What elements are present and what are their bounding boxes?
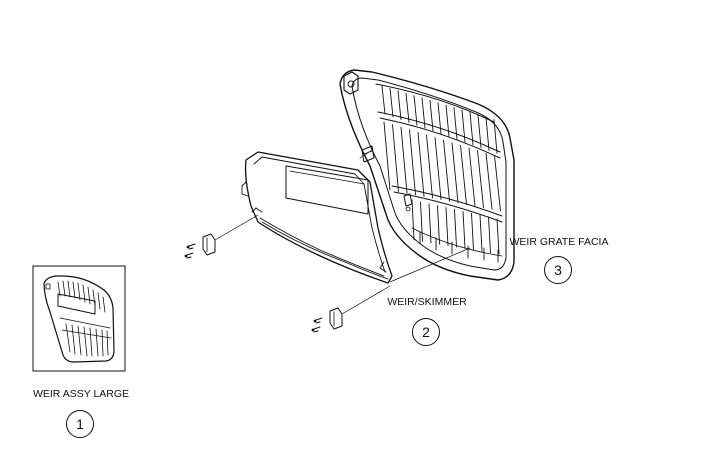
- callout-number-2: 2: [422, 324, 430, 340]
- grate-bar-middle: [400, 126, 408, 194]
- hinge-bracket-lower: [311, 285, 391, 333]
- hinge-bracket-upper: [184, 214, 259, 259]
- assembly-leader: [359, 149, 373, 159]
- grate-bar-lower: [471, 212, 474, 251]
- grate-bar-middle: [477, 150, 484, 209]
- grate-bar-upper: [405, 92, 410, 123]
- grate-bar-upper: [469, 111, 474, 146]
- grate-bar-upper: [485, 116, 490, 151]
- callout-number-1: 1: [76, 416, 84, 432]
- weir-grate-facia: [339, 69, 515, 281]
- callout-circle-1: [66, 410, 94, 438]
- part-label-1: WEIR ASSY LARGE 1: [33, 388, 129, 438]
- grate-bar-middle: [451, 142, 459, 204]
- grate-bar-upper: [493, 119, 498, 154]
- grate-bar-lower: [454, 209, 457, 248]
- grate-bar-lower: [496, 218, 500, 255]
- grate-bar-lower: [462, 210, 466, 249]
- grate-bar-upper: [453, 107, 458, 140]
- grate-bar-middle: [494, 155, 501, 212]
- weir-skimmer-label: WEIR/SKIMMER: [387, 296, 467, 308]
- grate-bar-middle: [409, 129, 416, 196]
- grate-bar-lower: [411, 199, 415, 241]
- weir-grate-facia-label: WEIR GRATE FACIA: [510, 236, 609, 248]
- weir-assy-large-label: WEIR ASSY LARGE: [33, 388, 129, 400]
- weir-skimmer-flap: [241, 151, 393, 284]
- grate-bar-upper: [461, 109, 466, 143]
- grate-bar-middle: [383, 121, 391, 191]
- callout-circle-2: [412, 318, 440, 346]
- grate-bar-lower: [420, 201, 423, 242]
- grate-bar-upper: [445, 104, 450, 137]
- grate-bar-middle: [417, 131, 425, 197]
- grate-bar-upper: [389, 87, 394, 118]
- grate-bar-upper: [421, 97, 426, 129]
- grate-bar-middle: [392, 124, 399, 193]
- grate-bar-upper: [413, 95, 418, 126]
- callout-number-3: 3: [554, 262, 562, 278]
- grate-bar-upper: [397, 90, 402, 121]
- grate-bar-upper: [477, 114, 482, 149]
- grate-bar-upper: [429, 99, 434, 132]
- callout-circle-3: [544, 256, 572, 284]
- grate-bar-lower: [479, 214, 483, 252]
- grate-bar-lower: [445, 207, 449, 247]
- assembly-leader-lower: [389, 247, 471, 283]
- grate-bar-middle: [434, 137, 442, 201]
- weir-assy-thumbnail: [32, 265, 126, 372]
- part-label-2: WEIR/SKIMMER 2: [387, 296, 467, 346]
- grate-bar-middle: [460, 144, 467, 205]
- part-label-3: WEIR GRATE FACIA 3: [510, 236, 609, 284]
- grate-bar-middle: [443, 139, 450, 202]
- grate-bar-lower: [437, 205, 440, 245]
- grate-bar-middle: [468, 147, 476, 207]
- grate-bar-lower: [428, 203, 432, 244]
- grate-bar-middle: [426, 134, 433, 199]
- grate-bar-upper: [381, 85, 386, 115]
- grate-bar-lower: [488, 216, 491, 254]
- grate-bar-upper: [437, 102, 442, 135]
- grate-bar-middle: [485, 152, 493, 210]
